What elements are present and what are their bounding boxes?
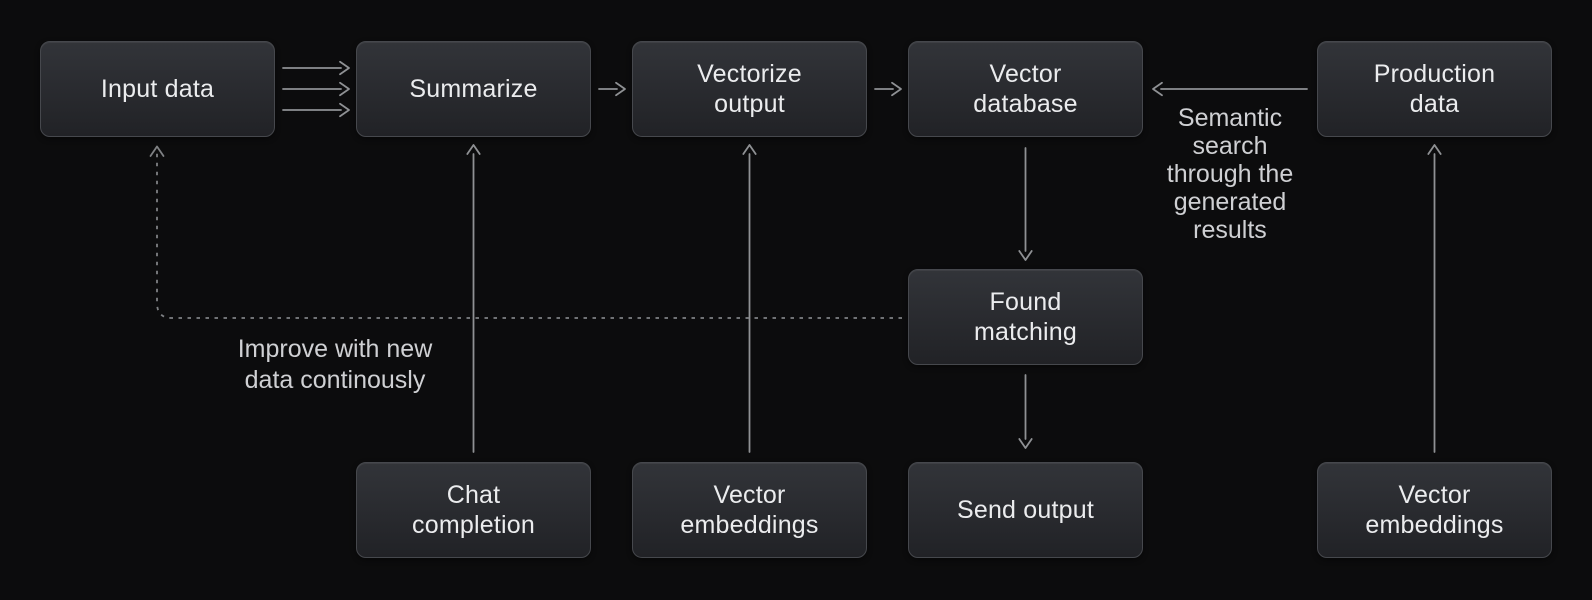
node-summarize-label: Summarize [409, 75, 538, 103]
node-input-data-label: Input data [100, 75, 215, 103]
arrow-found-matching-to-send-output [1018, 374, 1033, 449]
node-production-data: Production data [1317, 41, 1552, 137]
arrow-summarize-to-vectorize-output [598, 81, 626, 97]
node-chat-completion-label: Chat completion [412, 481, 535, 539]
node-send-output-label: Send output [956, 496, 1095, 524]
dashed-arrow-found-matching-to-input-data [149, 145, 902, 319]
improve-note: Improve with new data continously [237, 335, 433, 394]
node-chat-completion: Chat completion [356, 462, 591, 558]
node-vector-embeddings-middle-label: Vector embeddings [680, 481, 819, 539]
node-found-matching: Found matching [908, 269, 1143, 365]
arrow-vector-embeddings-to-vectorize-output [742, 144, 757, 453]
node-vector-database: Vector database [908, 41, 1143, 137]
node-input-data: Input data [40, 41, 275, 137]
node-vector-embeddings-right: Vector embeddings [1317, 462, 1552, 558]
arrow-vector-embeddings-to-production-data [1427, 144, 1442, 453]
node-vector-database-label: Vector database [973, 60, 1078, 118]
node-vectorize-output-label: Vectorize output [697, 60, 802, 118]
semantic-search-note: Semantic search through the generated re… [1166, 104, 1294, 244]
node-vector-embeddings-right-label: Vector embeddings [1365, 481, 1504, 539]
arrow-vector-database-to-found-matching [1018, 147, 1033, 261]
node-vector-embeddings-middle: Vector embeddings [632, 462, 867, 558]
arrow-chat-completion-to-summarize [466, 144, 481, 453]
arrow-vectorize-output-to-vector-database [874, 81, 902, 97]
node-production-data-label: Production data [1373, 60, 1496, 118]
node-send-output: Send output [908, 462, 1143, 558]
node-found-matching-label: Found matching [973, 288, 1078, 346]
arrow-input-data-to-summarize [282, 60, 350, 118]
node-vectorize-output: Vectorize output [632, 41, 867, 137]
arrow-production-data-to-vector-database [1152, 81, 1308, 97]
node-summarize: Summarize [356, 41, 591, 137]
